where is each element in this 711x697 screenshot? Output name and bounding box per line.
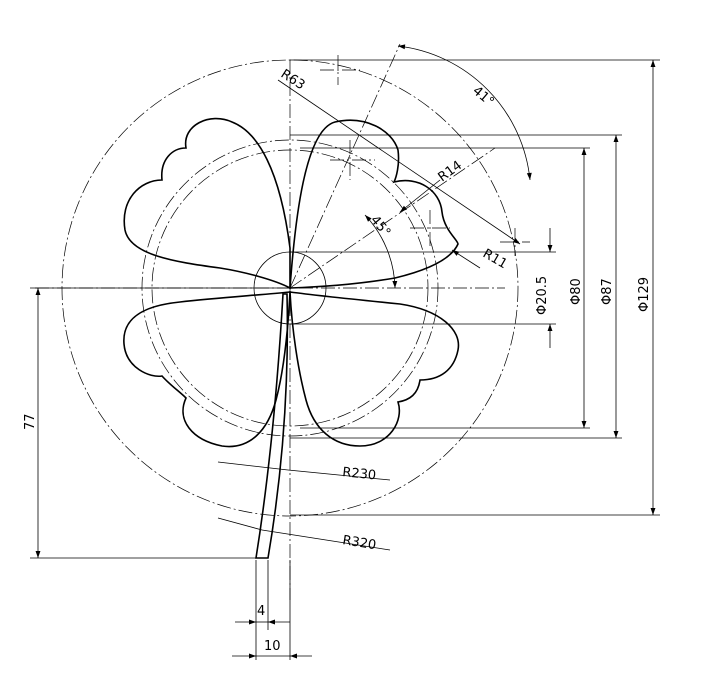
label-dia-80: Φ80 bbox=[569, 278, 584, 305]
label-77: 77 bbox=[23, 413, 38, 430]
clover-leaves bbox=[123, 117, 460, 448]
label-dia-129: Φ129 bbox=[637, 277, 652, 312]
label-dia-87: Φ87 bbox=[600, 278, 615, 305]
dimension-labels: R63 41° R14 45° R11 Φ20.5 Φ80 Φ87 Φ129 7… bbox=[23, 67, 652, 654]
label-width-4: 4 bbox=[257, 604, 265, 619]
center-lines bbox=[35, 43, 530, 600]
leaf-bottom-left bbox=[123, 291, 291, 448]
label-r63: R63 bbox=[278, 67, 308, 94]
dimension-lines bbox=[30, 44, 660, 660]
label-width-10: 10 bbox=[264, 639, 281, 654]
circle-dia-80 bbox=[151, 149, 429, 427]
label-r320: R320 bbox=[341, 533, 377, 553]
label-r14: R14 bbox=[436, 158, 466, 185]
label-r230: R230 bbox=[342, 465, 377, 483]
leaf-bottom-right bbox=[289, 291, 460, 447]
leaf-top-left bbox=[123, 117, 291, 290]
label-angle-45: 45° bbox=[367, 213, 393, 240]
label-angle-41: 41° bbox=[469, 84, 496, 110]
label-r11: R11 bbox=[480, 246, 510, 272]
label-dia-20-5: Φ20.5 bbox=[535, 276, 550, 315]
